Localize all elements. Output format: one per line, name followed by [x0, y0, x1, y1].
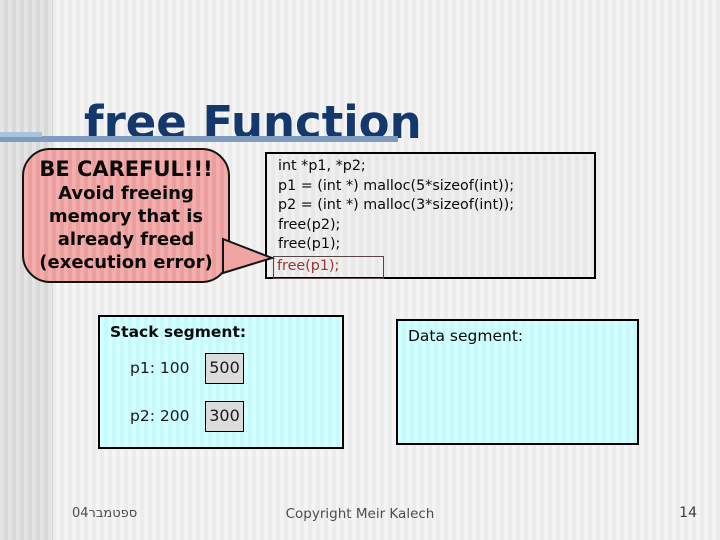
code-line: int *p1, *p2; [278, 158, 366, 174]
footer-date: ספטמבר04 [72, 506, 138, 521]
stack-segment-title: Stack segment: [110, 323, 247, 341]
stack-entry-value-cell: 300 [205, 401, 244, 432]
data-segment-title: Data segment: [408, 327, 524, 345]
stack-entry-value-cell: 500 [205, 353, 244, 384]
code-line: free(p2); [278, 216, 341, 233]
callout-line: Avoid freeing [58, 183, 194, 204]
code-box: int *p1, *p2; p1 = (int *) malloc(5*size… [265, 152, 596, 279]
stack-entry-label: p2: 200 [130, 407, 190, 425]
title-underline-accent [0, 132, 42, 137]
callout-line: (execution error) [39, 252, 213, 273]
callout-heading: BE CAREFUL!!! [39, 157, 213, 181]
stack-entry-label: p1: 100 [130, 359, 190, 377]
stack-segment-box: Stack segment: p1: 100 500 p2: 200 300 [98, 315, 344, 449]
data-segment-box: Data segment: [396, 319, 639, 445]
code-line: p2 = (int *) malloc(3*sizeof(int)); [278, 197, 515, 213]
callout-tail-pointer [222, 237, 276, 275]
warning-callout: BE CAREFUL!!! Avoid freeing memory that … [22, 148, 230, 283]
code-line: free(p1); [278, 236, 341, 252]
footer-copyright: Copyright Meir Kalech [285, 506, 435, 522]
title-underline [0, 136, 398, 142]
error-highlight-box: free(p1); [273, 255, 385, 279]
callout-line: memory that is [48, 206, 204, 227]
code-line: p1 = (int *) malloc(5*sizeof(int)); [278, 177, 515, 194]
callout-line: already freed [57, 229, 195, 250]
slide-number: 14 [679, 505, 697, 521]
highlighted-code-line: free(p1); [273, 255, 594, 279]
